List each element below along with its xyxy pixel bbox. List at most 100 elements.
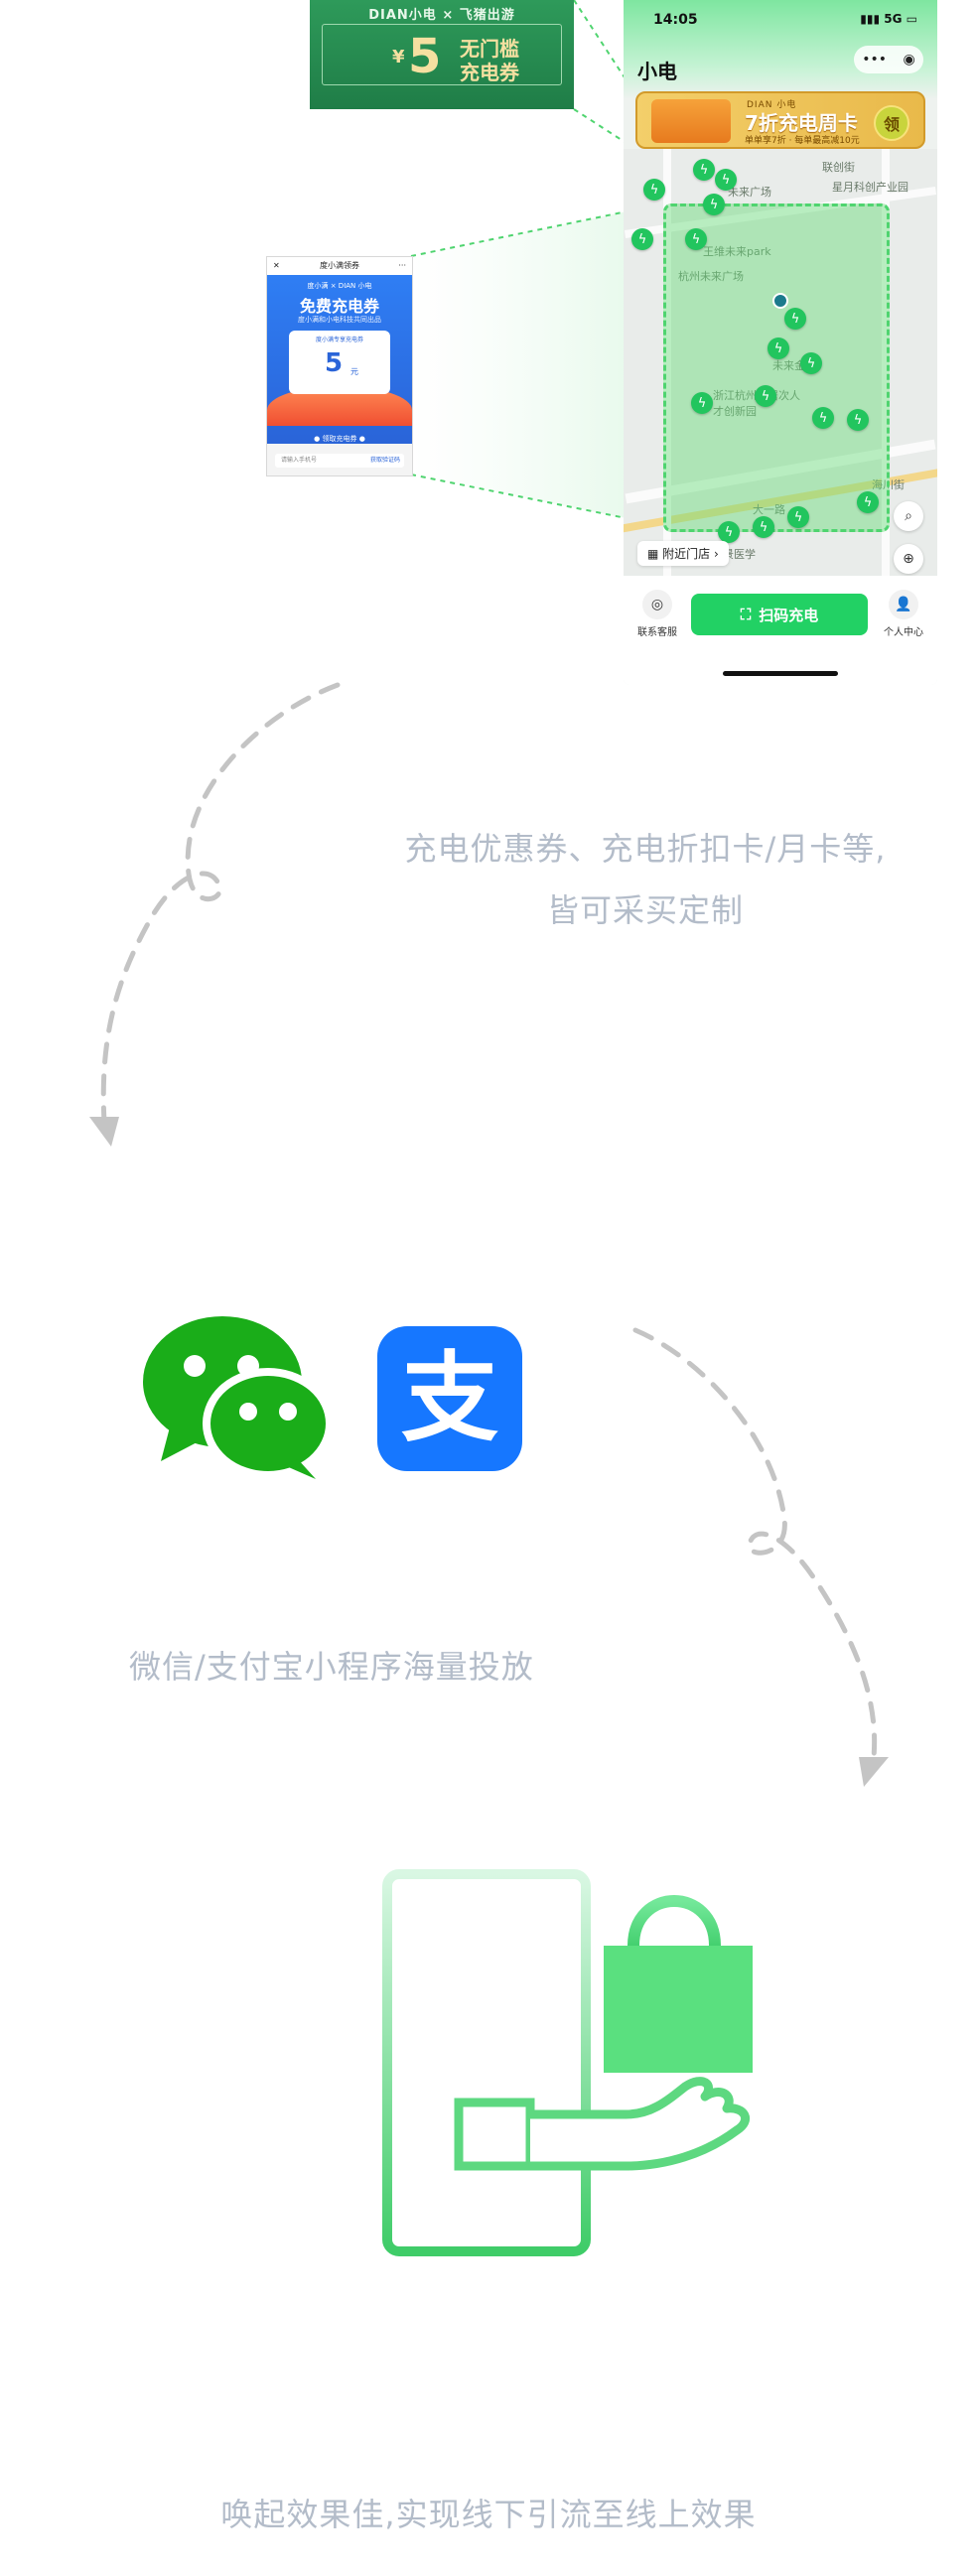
phone-number-placeholder: 请输入手机号	[281, 457, 318, 464]
coupon-brand: 度小满 × DIAN 小电	[307, 282, 372, 290]
search-icon[interactable]: ⌕	[894, 501, 923, 531]
coupon-page-header: ✕ 度小满领券 ···	[267, 257, 412, 275]
flow-arrow-1	[89, 682, 341, 1147]
charging-pin-icon[interactable]: ϟ	[787, 506, 809, 528]
coupon-card: 度小满专享充电券 5 元	[289, 331, 390, 394]
voucher-box: ¥ 5 无门槛 充电券	[322, 24, 562, 85]
voucher-banner: DIAN小电 × 飞猪出游 ¥ 5 无门槛 充电券	[310, 0, 574, 109]
charging-pin-icon[interactable]: ϟ	[693, 159, 715, 181]
map-label: 星月科创产业园	[832, 181, 908, 194]
voucher-brand: DIAN小电 × 飞猪出游	[368, 8, 515, 23]
profile-tab[interactable]: 👤 个人中心	[872, 590, 935, 638]
headset-icon: ◎	[642, 590, 672, 619]
charging-pin-icon[interactable]: ϟ	[800, 352, 822, 374]
more-icon: ···	[398, 261, 406, 270]
bag-handle	[628, 1895, 721, 1947]
phone-number-input[interactable]: 请输入手机号 获取验证码	[275, 454, 404, 468]
description-effect: 唤起效果佳,实现线下引流至线上效果	[220, 2496, 757, 2533]
map-label: 未来广场	[728, 186, 771, 199]
map-label: 联创街	[822, 161, 855, 174]
charging-pin-icon[interactable]: ϟ	[857, 491, 879, 513]
hand-shopping-bag-icon	[382, 1869, 753, 2256]
voucher-line2: 充电券	[460, 61, 519, 84]
shopping-bag	[604, 1946, 753, 2073]
hand	[530, 2077, 751, 2171]
location-marker-icon	[772, 293, 788, 309]
voucher-amount: 5	[408, 29, 442, 84]
coupon-unit: 元	[350, 367, 358, 376]
scan-icon: ⛶	[740, 606, 752, 623]
scan-charge-button[interactable]: ⛶ 扫码充电	[691, 594, 868, 635]
map-label: 景医学	[723, 548, 756, 561]
charging-pin-icon[interactable]: ϟ	[715, 169, 737, 191]
close-target-icon[interactable]: ◉	[903, 52, 915, 68]
coupon-amount: 5	[325, 348, 344, 378]
nearby-stores-label: 附近门店	[662, 547, 711, 561]
coupon-subtitle: 度小满和小电科技共同出品	[298, 316, 381, 324]
map-label: 王维未来park	[703, 245, 771, 258]
user-icon: 👤	[889, 590, 918, 619]
signal-icon: ▮▮▮	[860, 12, 885, 26]
wechat-logo-icon	[143, 1316, 330, 1479]
coverage-highlight	[663, 203, 890, 532]
description-mini-programs: 微信/支付宝小程序海量投放	[129, 1648, 534, 1686]
contact-service-tab[interactable]: ◎ 联系客服	[626, 590, 689, 638]
coupon-title: 免费充电券	[299, 297, 379, 316]
map-label: 大一路	[753, 503, 785, 516]
charging-pin-icon[interactable]: ϟ	[703, 194, 725, 215]
battery-icon: ▭	[906, 12, 917, 26]
charging-pin-icon[interactable]: ϟ	[768, 338, 789, 359]
status-time: 14:05	[653, 12, 698, 28]
map-road	[663, 149, 671, 576]
charging-pin-icon[interactable]: ϟ	[847, 409, 869, 431]
description-coupons: 充电优惠券、充电折扣卡/月卡等, 皆可采买定制	[338, 818, 953, 941]
beam-line	[410, 474, 666, 527]
profile-label: 个人中心	[884, 627, 923, 638]
close-icon: ✕	[273, 261, 280, 270]
coupon-page-title-bar: 度小满领券	[320, 261, 359, 270]
nearby-stores-button[interactable]: ▦ 附近门店 ›	[637, 541, 729, 566]
get-code-button[interactable]: 获取验证码	[369, 457, 400, 464]
charging-pin-icon[interactable]: ϟ	[753, 516, 774, 538]
arrowhead-icon	[89, 1117, 119, 1147]
mini-program-capsule[interactable]: ••• ◉	[854, 46, 923, 73]
map-view[interactable]: 星月科创产业园 联创街 未来广场 王维未来park 杭州未来广场 未来金融 浙江…	[624, 149, 937, 576]
status-indicators: ▮▮▮ 5G ▭	[860, 12, 917, 26]
charging-pin-icon[interactable]: ϟ	[691, 392, 713, 414]
scan-charge-label: 扫码充电	[759, 606, 819, 624]
charging-pin-icon[interactable]: ϟ	[784, 308, 806, 330]
description-line: 皆可采买定制	[546, 891, 744, 929]
coupon-page-preview: ✕ 度小满领券 ··· 度小满 × DIAN 小电 免费充电券 度小满和小电科技…	[266, 256, 413, 476]
charging-pin-icon[interactable]: ϟ	[718, 521, 740, 543]
claim-coupon-button[interactable]: ● 领取充电券 ●	[314, 435, 365, 443]
voucher-currency: ¥	[392, 47, 405, 68]
charging-pin-icon[interactable]: ϟ	[631, 228, 653, 250]
charging-pin-icon[interactable]: ϟ	[685, 228, 707, 250]
bottom-action-bar: ◎ 联系客服 ⛶ 扫码充电 👤 个人中心	[624, 576, 937, 685]
beam-line	[410, 203, 666, 257]
locate-icon[interactable]: ⊕	[894, 544, 923, 574]
map-road	[882, 149, 890, 576]
app-title: 小电	[637, 60, 677, 83]
description-line: 充电优惠券、充电折扣卡/月卡等,	[404, 830, 887, 868]
map-label: 杭州未来广场	[678, 270, 744, 283]
coupon-page-body: 度小满 × DIAN 小电 免费充电券 度小满和小电科技共同出品 度小满专享充电…	[267, 275, 412, 444]
voucher-line1: 无门槛	[460, 37, 519, 61]
hand-cuff	[454, 2098, 535, 2171]
arrowhead-icon	[859, 1757, 889, 1787]
charging-pin-icon[interactable]: ϟ	[643, 179, 665, 201]
charging-pin-icon[interactable]: ϟ	[812, 407, 834, 429]
network-label: 5G	[884, 12, 903, 26]
store-icon: ▦	[647, 547, 663, 561]
phone-mockup: 14:05 ▮▮▮ 5G ▭ 小电 ••• ◉ 星月科创产业园 联创街 未来广场…	[624, 0, 937, 685]
more-icon[interactable]: •••	[862, 52, 888, 68]
phone-outline	[382, 1869, 591, 2256]
alipay-glyph: 支	[400, 1342, 498, 1455]
contact-service-label: 联系客服	[637, 627, 677, 638]
alipay-logo-icon: 支	[377, 1326, 522, 1471]
charging-pin-icon[interactable]: ϟ	[755, 385, 776, 407]
coupon-card-caption: 度小满专享充电券	[315, 337, 363, 343]
chevron-right-icon: ›	[714, 547, 719, 561]
home-indicator	[723, 671, 838, 676]
dashed-curve	[632, 1327, 878, 1760]
